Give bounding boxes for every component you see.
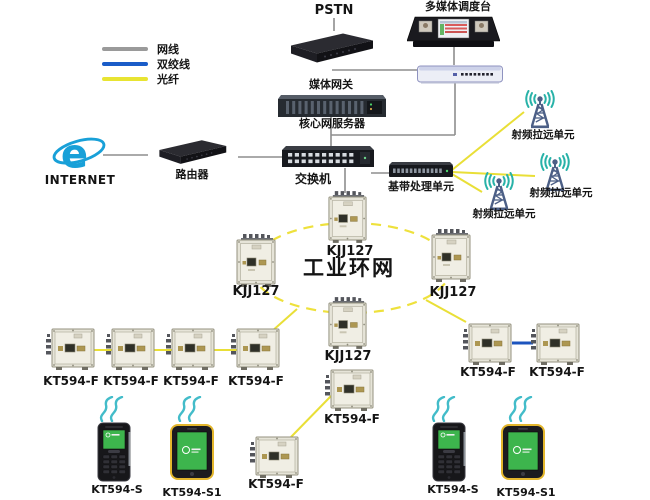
internet-explorer-icon	[52, 132, 106, 174]
dispatch-console-device	[407, 13, 500, 49]
baseband-unit-device	[389, 162, 453, 179]
rf-remote-unit-label: 射频拉远单元	[529, 187, 593, 199]
internet-label: INTERNET	[44, 173, 116, 187]
legend-row-ethernet: 网线	[102, 42, 190, 56]
legend-ethernet-label: 网线	[157, 43, 179, 56]
base-station-device	[531, 319, 581, 367]
dispatch-console-label: 多媒体调度台	[425, 0, 491, 13]
base-station-label: KT594-F	[460, 365, 516, 379]
feature-phone-device	[430, 422, 468, 482]
base-station-label: KT594-F	[529, 365, 585, 379]
feature-phone-device	[95, 422, 133, 482]
feature-phone-label: KT594-S	[91, 483, 143, 496]
smartphone-label: KT594-S1	[162, 486, 222, 499]
base-station-label: KT594-F	[248, 477, 304, 491]
rf-antenna-icon	[518, 90, 562, 130]
ippbx-appliance-device	[417, 64, 503, 84]
legend-twisted-pair-label: 双绞线	[157, 58, 190, 71]
smartphone-device	[500, 423, 546, 481]
ring-switch-label: KJJ127	[324, 349, 372, 364]
media-gateway-device	[285, 29, 377, 68]
ring-switch-label: KJJ127	[429, 285, 477, 300]
router-label: 路由器	[175, 168, 209, 181]
base-station-label: KT594-F	[324, 412, 380, 426]
base-station-label: KT594-F	[228, 374, 284, 388]
ring-switch-device	[429, 228, 473, 283]
legend-ethernet-line-swatch	[102, 47, 148, 51]
legend: 网线 双绞线 光纤	[102, 42, 190, 87]
core-server-device	[278, 95, 386, 119]
switch-label: 交换机	[294, 172, 332, 186]
base-station-label: KT594-F	[163, 374, 219, 388]
base-station-device	[106, 324, 156, 372]
ring-switch-device	[326, 190, 369, 244]
legend-fiber-label: 光纤	[157, 73, 179, 86]
ring-switch-device	[234, 233, 278, 288]
ring-switch-label: KJJ127	[232, 284, 280, 299]
router-device	[146, 137, 238, 168]
base-station-device	[231, 324, 281, 372]
pstn-label: PSTN	[314, 3, 354, 18]
feature-phone-label: KT594-S	[427, 483, 479, 496]
ring-switch-device	[326, 296, 369, 350]
rf-remote-unit-label: 射频拉远单元	[511, 129, 575, 141]
base-station-device	[46, 324, 96, 372]
ring-switch-label: KJJ127	[326, 244, 374, 259]
wireless-wave-icon	[97, 396, 125, 422]
base-station-device	[463, 319, 513, 367]
baseband-unit-label: 基带处理单元	[388, 180, 454, 193]
legend-row-twisted-pair: 双绞线	[102, 57, 190, 71]
smartphone-label: KT594-S1	[496, 486, 556, 499]
switch-device	[282, 146, 374, 169]
base-station-label: KT594-F	[43, 374, 99, 388]
industrial-ring-label: 工业环网	[303, 256, 395, 280]
legend-fiber-line-swatch	[102, 77, 148, 81]
base-station-label: KT594-F	[103, 374, 159, 388]
wireless-wave-icon	[175, 396, 203, 422]
smartphone-device	[169, 423, 215, 481]
wireless-wave-icon	[429, 396, 457, 422]
base-station-device	[325, 365, 375, 413]
wireless-wave-icon	[506, 396, 534, 422]
ethernet-lines	[103, 18, 456, 193]
legend-row-fiber: 光纤	[102, 72, 190, 86]
base-station-device	[250, 432, 300, 480]
legend-twisted-pair-line-swatch	[102, 62, 148, 66]
core-server-label: 核心网服务器	[299, 117, 365, 130]
base-station-device	[166, 324, 216, 372]
media-gateway-label: 媒体网关	[309, 78, 353, 91]
rf-remote-unit-label: 射频拉远单元	[472, 208, 536, 220]
rf-antenna-icon	[477, 172, 521, 212]
